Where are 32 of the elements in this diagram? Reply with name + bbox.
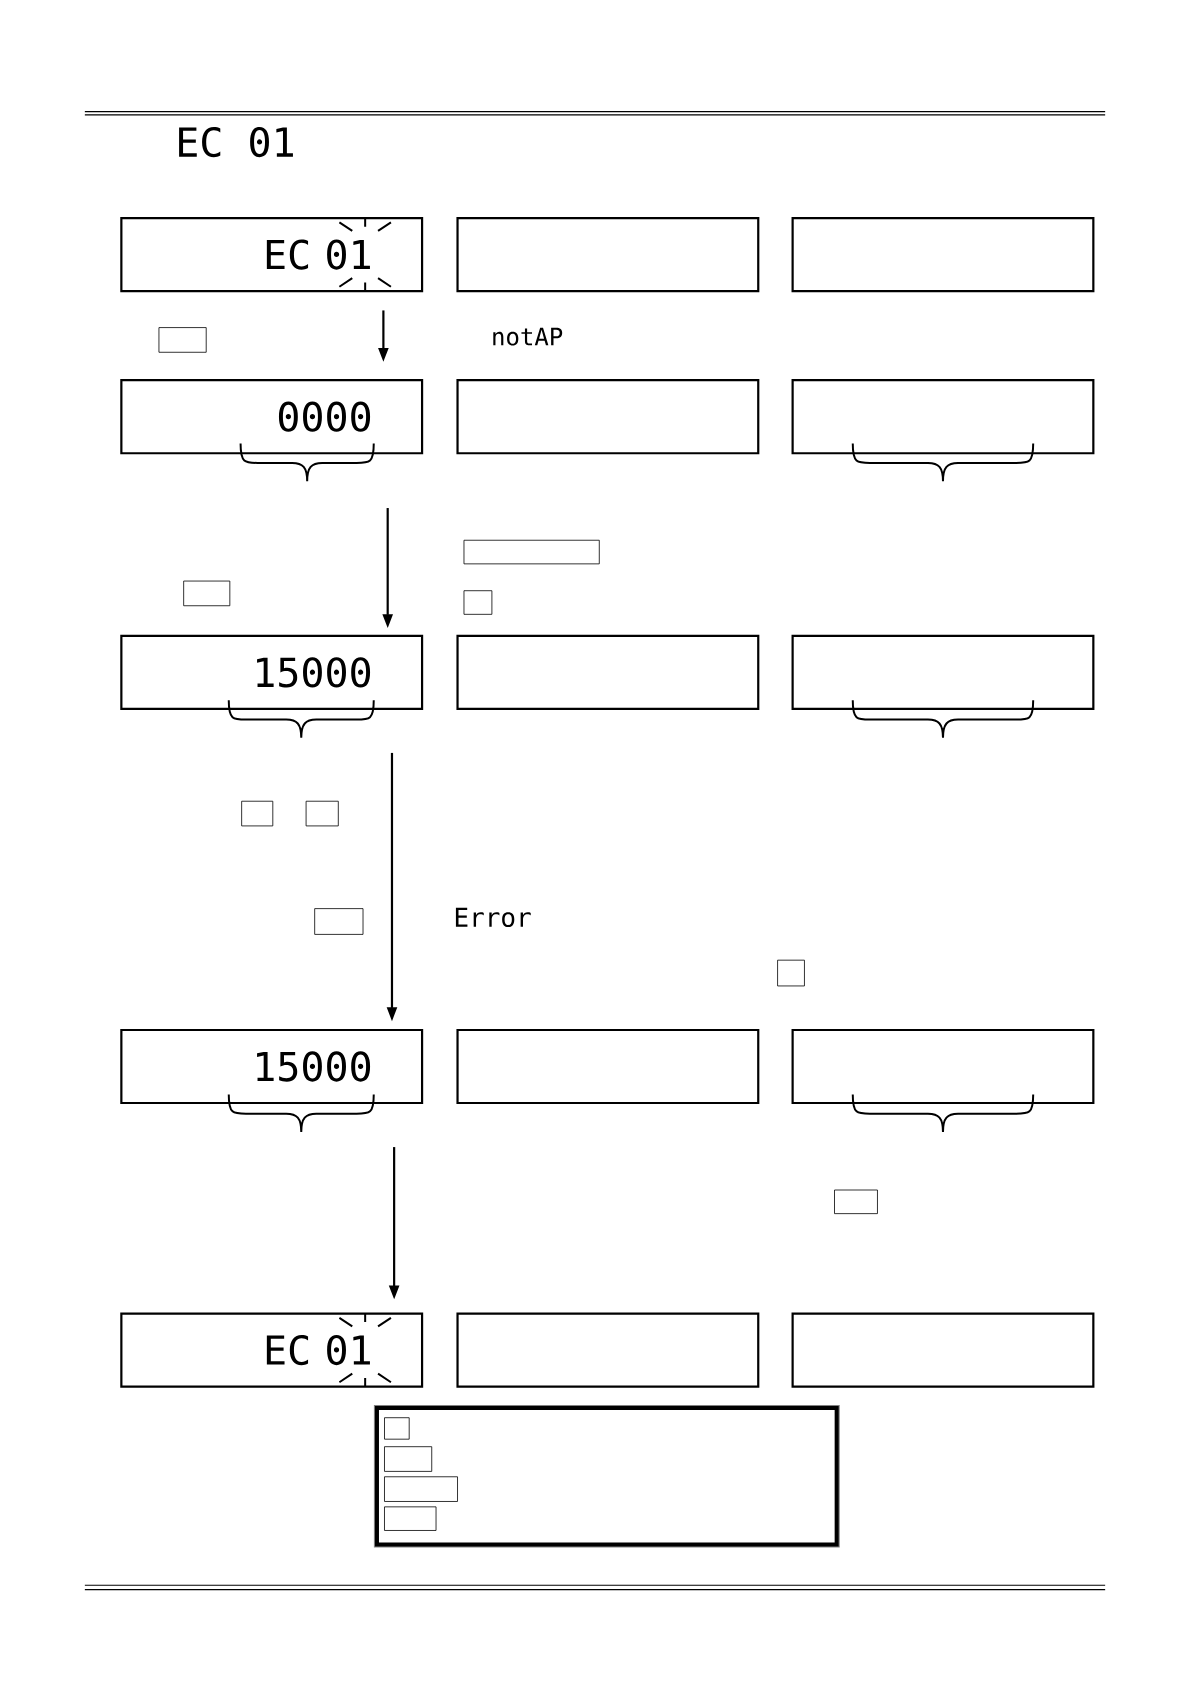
key-box — [305, 800, 339, 827]
display-readout: notAP — [493, 327, 563, 346]
key-box — [384, 1476, 458, 1502]
display-panel — [791, 1028, 1095, 1105]
display-panel: 0000 — [120, 379, 424, 455]
display-panel: EC 01 — [120, 216, 424, 293]
key-box — [314, 908, 364, 935]
key-box — [834, 1189, 878, 1215]
display-panel — [456, 1312, 760, 1388]
display-panel — [456, 1028, 760, 1105]
key-box — [183, 580, 231, 607]
display-panel — [456, 216, 760, 293]
display-panel: EC 01 — [120, 1312, 424, 1388]
key-box — [463, 539, 600, 565]
display-panel — [791, 634, 1095, 710]
key-box — [384, 1417, 410, 1440]
display-readout: Error — [455, 907, 531, 928]
display-panel — [791, 216, 1095, 293]
display-panel — [456, 634, 760, 710]
display-panel: 15000 — [120, 634, 424, 710]
key-box — [384, 1446, 433, 1472]
note-frame — [373, 1404, 840, 1548]
display-panel — [791, 1312, 1095, 1388]
display-readout: EC 01 — [179, 126, 293, 158]
display-panel: 15000 — [120, 1028, 424, 1105]
key-box — [777, 959, 805, 987]
display-panel — [791, 379, 1095, 455]
key-box — [241, 800, 274, 827]
display-panel — [456, 379, 760, 455]
key-box — [158, 327, 207, 353]
key-box — [384, 1506, 437, 1531]
key-box — [463, 590, 493, 615]
